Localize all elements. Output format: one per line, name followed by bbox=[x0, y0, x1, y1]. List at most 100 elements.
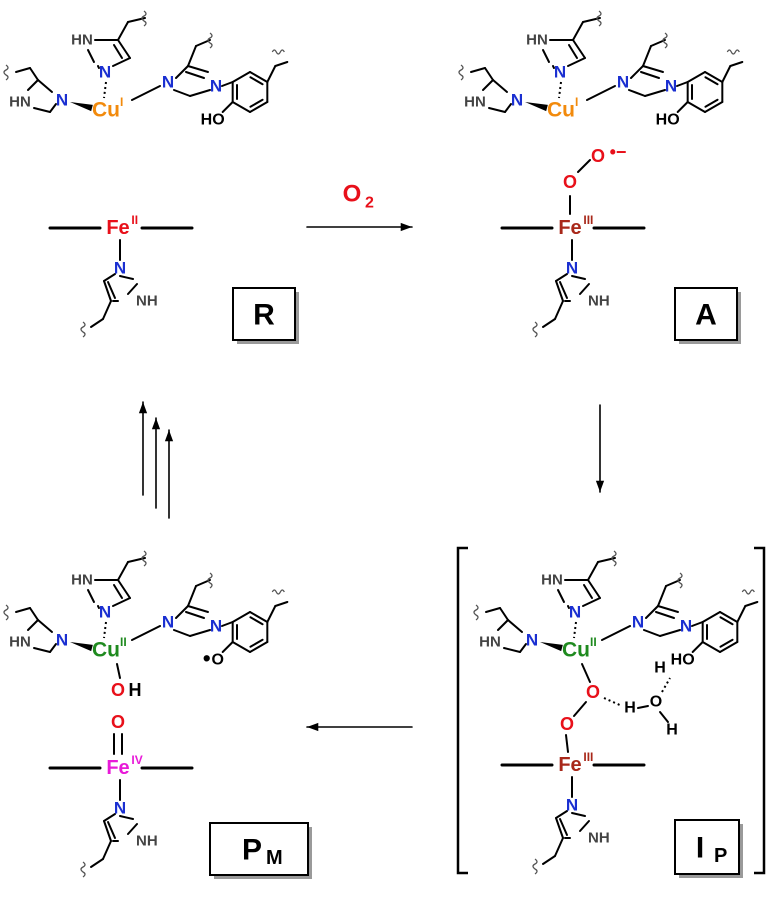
right-bracket bbox=[754, 546, 766, 875]
nitrogen-atom: N bbox=[665, 77, 677, 96]
ring-bond bbox=[27, 79, 39, 91]
ch2-bond bbox=[90, 858, 104, 868]
ch2-bond bbox=[117, 561, 129, 581]
ring-bond bbox=[504, 103, 512, 113]
backbone-wavy bbox=[80, 861, 86, 878]
nitrogen-atom: N bbox=[56, 91, 68, 110]
state-label-R-frame bbox=[232, 287, 296, 341]
ring-bond bbox=[579, 283, 590, 295]
phenol-ring-bond bbox=[701, 611, 721, 623]
ring-bond bbox=[555, 817, 564, 839]
ring-bond bbox=[175, 65, 189, 79]
ring-bond bbox=[119, 815, 134, 820]
arrow-A-to-IP bbox=[595, 404, 605, 493]
phenol-ring-bond bbox=[701, 641, 721, 653]
hydrogen-atom: H bbox=[654, 660, 666, 677]
phenol-ring-bond bbox=[249, 101, 269, 113]
nitrogen-atom: N bbox=[114, 799, 126, 818]
backbone-wavy bbox=[141, 550, 147, 567]
ch2-bond bbox=[744, 601, 759, 607]
state-label-PM-frame bbox=[209, 822, 309, 876]
ring-bond bbox=[97, 65, 100, 69]
crosslink-bond bbox=[691, 621, 704, 627]
ring-double-bond bbox=[655, 611, 675, 619]
arrow-R-to-A-head bbox=[400, 222, 412, 232]
copper-IP-oxidation-state: II bbox=[590, 635, 597, 649]
iron-R-symbol: Fe bbox=[106, 217, 129, 239]
nh-group: NH bbox=[588, 830, 610, 847]
ring-bond bbox=[97, 605, 100, 609]
ring-bond bbox=[555, 280, 564, 302]
nitrogen-atom: N bbox=[56, 631, 68, 650]
ring-bond bbox=[643, 629, 661, 637]
wedge-bond bbox=[525, 102, 548, 112]
ring-bond bbox=[187, 65, 209, 73]
c-o-bond bbox=[691, 641, 704, 653]
ring-bond bbox=[630, 65, 644, 79]
ring-bond bbox=[645, 605, 659, 619]
ferryl-oxo: O bbox=[111, 712, 125, 755]
nitrogen-atom: N bbox=[114, 259, 126, 278]
coordination-bond bbox=[131, 625, 161, 641]
ring-bond bbox=[49, 103, 57, 113]
wedge-bond bbox=[70, 642, 93, 652]
nitrogen-atom: N bbox=[511, 91, 523, 110]
ring-bond bbox=[657, 605, 679, 613]
ch2-bond bbox=[729, 61, 744, 67]
ring-bond bbox=[173, 89, 191, 97]
wedge-bond bbox=[70, 102, 93, 112]
ring-bond bbox=[37, 79, 53, 93]
ch2-bond bbox=[572, 21, 584, 41]
ring-bond bbox=[552, 65, 555, 69]
hydrogen-atom: H bbox=[666, 722, 678, 739]
backbone-wavy bbox=[741, 589, 755, 595]
nitrogen-atom: N bbox=[566, 259, 578, 278]
backbone-wavy bbox=[677, 572, 683, 589]
hn-group: HN bbox=[479, 634, 501, 651]
ring-bond bbox=[555, 273, 568, 282]
ch2-bond bbox=[542, 318, 556, 328]
backbone-wavy bbox=[458, 64, 464, 81]
state-label-A-frame bbox=[674, 287, 738, 341]
ring-bond bbox=[571, 275, 586, 280]
hydroxide-hydrogen: H bbox=[129, 680, 142, 700]
phenol-oh: HO bbox=[201, 112, 225, 129]
left-bracket bbox=[456, 546, 468, 875]
phenol-ring-bond bbox=[249, 71, 269, 83]
ring-bond bbox=[37, 619, 53, 633]
hn-group: HN bbox=[541, 572, 563, 589]
arrow-PM-to-R-1-head bbox=[138, 402, 148, 414]
phenol-ring-double-bond bbox=[719, 638, 734, 648]
ring-bond bbox=[642, 65, 664, 73]
reagent-o2-symbol: O bbox=[343, 181, 362, 208]
state-label-A-text: A bbox=[695, 299, 717, 332]
iron-PM-oxidation-state: IV bbox=[131, 753, 142, 767]
backbone-wavy bbox=[80, 321, 86, 338]
crosslink-bond bbox=[221, 81, 234, 87]
phenol-ring-bond bbox=[704, 101, 724, 113]
ring-bond bbox=[189, 629, 211, 637]
backbone-wavy bbox=[271, 49, 285, 55]
histidine-imidazole-IP: NNH bbox=[532, 796, 610, 875]
backbone-wavy bbox=[207, 572, 213, 589]
state-label-IP-subscript: P bbox=[714, 845, 727, 867]
backbone-wavy bbox=[3, 64, 9, 81]
copper-PM-symbol: Cu bbox=[92, 639, 120, 662]
ring-bond bbox=[497, 619, 509, 631]
cu-o-bond bbox=[581, 663, 591, 683]
hn-group: HN bbox=[71, 32, 93, 49]
backbone-wavy bbox=[473, 604, 479, 621]
ring-bond bbox=[628, 89, 646, 97]
ring-bond bbox=[519, 643, 527, 653]
ring-bond bbox=[127, 283, 138, 295]
coordination-bond bbox=[558, 81, 562, 99]
